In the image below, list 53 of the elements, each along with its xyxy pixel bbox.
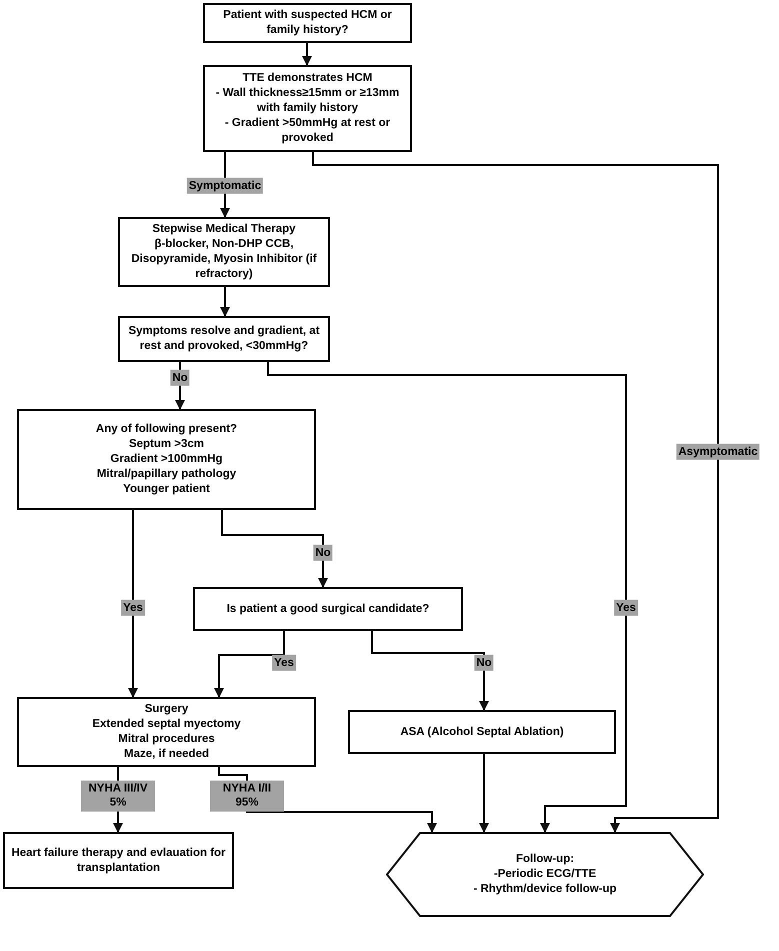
box-heading: TTE demonstrates HCM [242, 71, 372, 86]
decision-box [348, 710, 616, 754]
edge-label: No [170, 370, 190, 386]
box-text: β-blocker, Non-DHP CCB, Disopyramide, Myosin Inhibitor (if refractory) [130, 237, 318, 282]
arrow [371, 631, 489, 711]
box-text: Is patient a good surgical candidate? [226, 602, 430, 616]
edge-label: Asymptomatic [676, 444, 760, 460]
process-box [203, 65, 412, 152]
decision-box [193, 587, 463, 631]
box-text: -Periodic ECG/TTE [494, 867, 596, 882]
arrow [175, 362, 185, 410]
hexagon-terminal [386, 832, 704, 917]
arrow [220, 287, 230, 317]
box-text: Maze, if needed [124, 746, 209, 762]
box-text: ASA (Alcohol Septal Ablation) [400, 724, 564, 740]
box-text: - Wall thickness≥15mm or ≥13mm with family history [214, 86, 400, 116]
decision-box [203, 3, 412, 43]
decision-box [118, 316, 330, 362]
box-text: Patient with suspected HCM or family history? [222, 8, 393, 38]
edge-label: Symptomatic [186, 178, 264, 194]
box-heading: Any of following present? [96, 422, 238, 438]
edge-label: Yes [272, 654, 296, 672]
arrow [214, 631, 285, 698]
box-text: Septum >3cm [128, 437, 204, 452]
arrow [267, 362, 627, 833]
box-heading: Surgery [144, 702, 188, 718]
edge-label: No [474, 654, 494, 672]
edge-label: Yes [121, 600, 145, 616]
edge-label: Yes [614, 600, 638, 616]
arrow [312, 152, 719, 833]
edge-label: NYHA III/IV 5% [81, 780, 155, 812]
arrow [221, 510, 328, 588]
process-box [118, 217, 330, 287]
edge-label: No [313, 544, 333, 562]
box-text: Symptoms resolve and gradient, at rest and provoked, <30mmHg? [127, 324, 321, 354]
edge-label: NYHA I/II 95% [210, 780, 284, 812]
box-text: Mitral procedures [118, 732, 215, 747]
box-text: - Rhythm/device follow-up [473, 882, 617, 897]
box-text: Younger patient [123, 482, 210, 497]
box-text: - Gradient >50mmHg at rest or provoked [224, 116, 392, 146]
arrow [479, 754, 489, 833]
process-box [17, 697, 316, 767]
box-heading: Stepwise Medical Therapy [152, 222, 296, 238]
decision-box [3, 832, 234, 889]
box-text: Mitral/papillary pathology [96, 466, 236, 482]
process-box [17, 409, 316, 510]
box-text: Heart failure therapy and evlauation for transplantation [11, 846, 226, 876]
box-text: Extended septal myectomy [92, 717, 241, 732]
box-heading: Follow-up: [516, 852, 574, 868]
arrow [302, 43, 312, 66]
arrow [128, 510, 138, 698]
arrow [218, 767, 437, 833]
box-text: Gradient >100mmHg [110, 452, 223, 467]
